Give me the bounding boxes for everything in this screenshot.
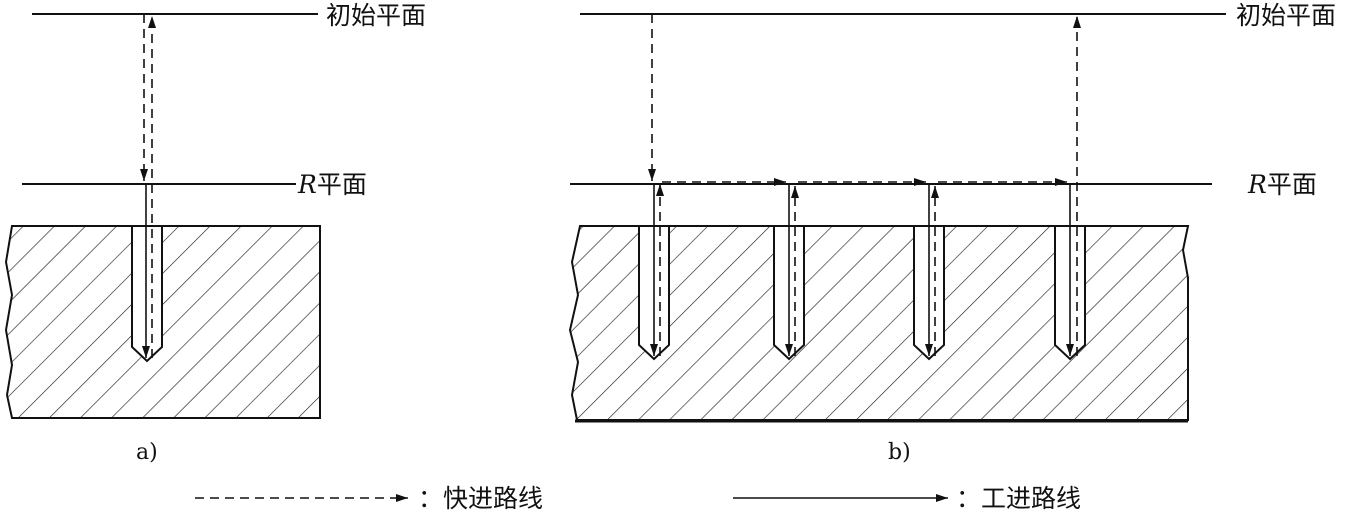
legend-feed-label: ：工进路线 [956, 484, 1081, 513]
r-plane-label-b: R平面 [1247, 170, 1317, 199]
caption-a: a) [136, 440, 158, 465]
r-plane-label-a: R平面 [297, 170, 367, 199]
caption-b: b) [888, 440, 911, 465]
diagram-a: 初始平面 R平面 a) [4, 1, 426, 465]
legend: ：快进路线 ：工进路线 [195, 484, 1081, 513]
drilled-hole-a [131, 225, 163, 363]
diagram-b: 初始平面 R平面 b) [568, 1, 1336, 465]
initial-plane-label-b: 初始平面 [1236, 1, 1336, 30]
initial-plane-label-a: 初始平面 [326, 1, 426, 30]
workpiece-b [568, 225, 1190, 421]
legend-rapid-label: ：快进路线 [418, 484, 543, 513]
